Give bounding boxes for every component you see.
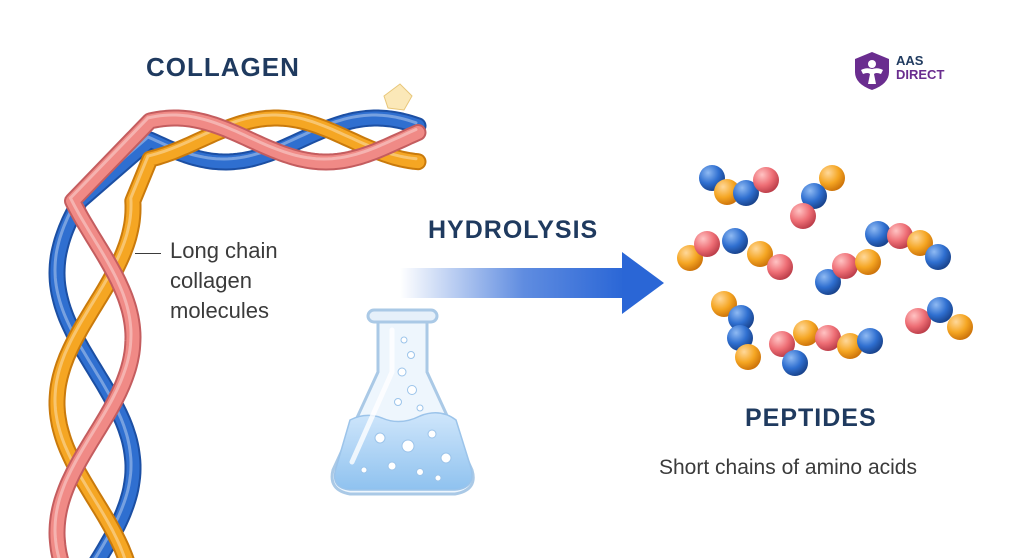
- peptide-chain-illustration: [677, 165, 973, 376]
- amino-acid-bead: [947, 314, 973, 340]
- amino-acid-bead: [790, 203, 816, 229]
- helix-strand-highlight: [53, 113, 418, 558]
- amino-acid-bead: [837, 333, 863, 359]
- amino-acid-bead: [801, 183, 827, 209]
- amino-acid-bead: [887, 223, 913, 249]
- arrow-right-icon: [400, 252, 664, 314]
- amino-acid-bead: [747, 241, 773, 267]
- amino-acid-bead: [905, 308, 931, 334]
- peptides-title: PEPTIDES: [745, 404, 877, 432]
- amino-acid-bead: [907, 230, 933, 256]
- long-chain-label-line: molecules: [170, 298, 270, 323]
- logo-text-line2: DIRECT: [896, 67, 945, 82]
- amino-acid-bead: [815, 269, 841, 295]
- helix-strand-highlight: [53, 113, 418, 558]
- amino-acid-bead: [767, 254, 793, 280]
- amino-acid-bead: [769, 331, 795, 357]
- collagen-title: COLLAGEN: [146, 52, 300, 82]
- long-chain-label: Long chain collagen molecules: [133, 236, 278, 326]
- collagen-helix-illustration: [48, 83, 427, 558]
- helix-strand: [50, 111, 425, 558]
- brand-logo: AAS DIRECT: [852, 50, 962, 94]
- amino-acid-bead: [733, 180, 759, 206]
- amino-acid-bead: [819, 165, 845, 191]
- amino-acid-bead: [793, 320, 819, 346]
- amino-acid-bead: [925, 244, 951, 270]
- long-chain-label-line: Long chain: [170, 238, 278, 263]
- amino-acid-bead: [927, 297, 953, 323]
- amino-acid-bead: [735, 344, 761, 370]
- amino-acid-bead: [832, 253, 858, 279]
- hydrolysis-title: HYDROLYSIS: [428, 216, 599, 244]
- amino-acid-bead: [753, 167, 779, 193]
- amino-acid-bead: [865, 221, 891, 247]
- amino-acid-bead: [728, 305, 754, 331]
- amino-acid-bead: [815, 325, 841, 351]
- peptides-subtitle: Short chains of amino acids: [659, 456, 917, 479]
- amino-acid-bead: [714, 179, 740, 205]
- amino-acid-bead: [722, 228, 748, 254]
- helix-strand: [50, 111, 425, 558]
- flask-icon: [330, 308, 475, 496]
- aas-direct-logo-icon: [855, 52, 889, 90]
- amino-acid-bead: [694, 231, 720, 257]
- leader-line: [135, 253, 161, 254]
- long-chain-label-line: collagen: [170, 268, 252, 293]
- amino-acid-bead: [782, 350, 808, 376]
- amino-acid-bead: [857, 328, 883, 354]
- logo-text-line1: AAS: [896, 53, 924, 68]
- amino-acid-bead: [855, 249, 881, 275]
- helix-tip: [383, 83, 413, 111]
